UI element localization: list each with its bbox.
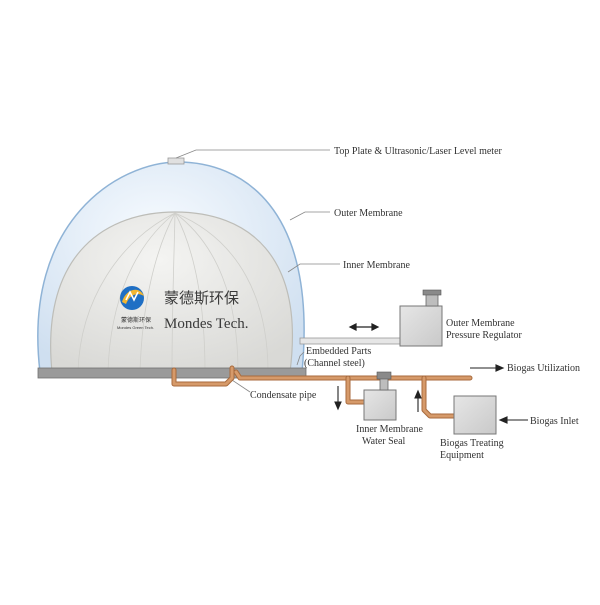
label-embedded-line1: Embedded Parts xyxy=(306,346,371,357)
label-regulator-line2: Pressure Regulator xyxy=(446,330,522,341)
label-biogas-inlet: Biogas Inlet xyxy=(530,416,579,427)
inner-membrane-ribs xyxy=(77,212,269,373)
label-inner-membrane: Inner Membrane xyxy=(343,260,410,271)
top-plate xyxy=(167,157,185,165)
label-top-plate: Top Plate & Ultrasonic/Laser Level meter xyxy=(334,146,503,157)
label-water-seal-line1: Inner Membrane xyxy=(356,424,423,435)
biogas-pipework xyxy=(171,365,473,419)
brand-name-cn: 蒙德斯环保 xyxy=(164,289,239,307)
leader-lines xyxy=(175,149,340,393)
logo-text-en: Mondes Green Tech. xyxy=(117,325,154,330)
label-regulator-line1: Outer Membrane xyxy=(446,318,515,329)
logo-text-cn: 蒙德斯环保 xyxy=(121,316,151,324)
regulator-pipe xyxy=(299,337,405,345)
biogas-treating-equipment xyxy=(453,395,497,435)
flow-arrows xyxy=(334,364,528,424)
label-condensate-pipe: Condensate pipe xyxy=(250,390,317,401)
label-treating-line2: Equipment xyxy=(440,450,484,461)
inner-membrane-dome xyxy=(50,211,293,373)
label-outer-membrane: Outer Membrane xyxy=(334,208,403,219)
brand-name-en: Mondes Tech. xyxy=(164,316,249,332)
label-biogas-utilization: Biogas Utilization xyxy=(507,363,580,374)
label-water-seal-line2: Water Seal xyxy=(362,436,406,447)
inner-membrane-water-seal xyxy=(363,371,397,421)
label-treating-line1: Biogas Treating xyxy=(440,438,504,449)
label-embedded-line2: (Channel steel) xyxy=(304,358,365,369)
brand-logo: 蒙德斯环保 Mondes Green Tech. xyxy=(117,286,154,330)
outer-membrane-pressure-regulator xyxy=(399,289,443,347)
regulator-double-arrow xyxy=(348,323,380,331)
